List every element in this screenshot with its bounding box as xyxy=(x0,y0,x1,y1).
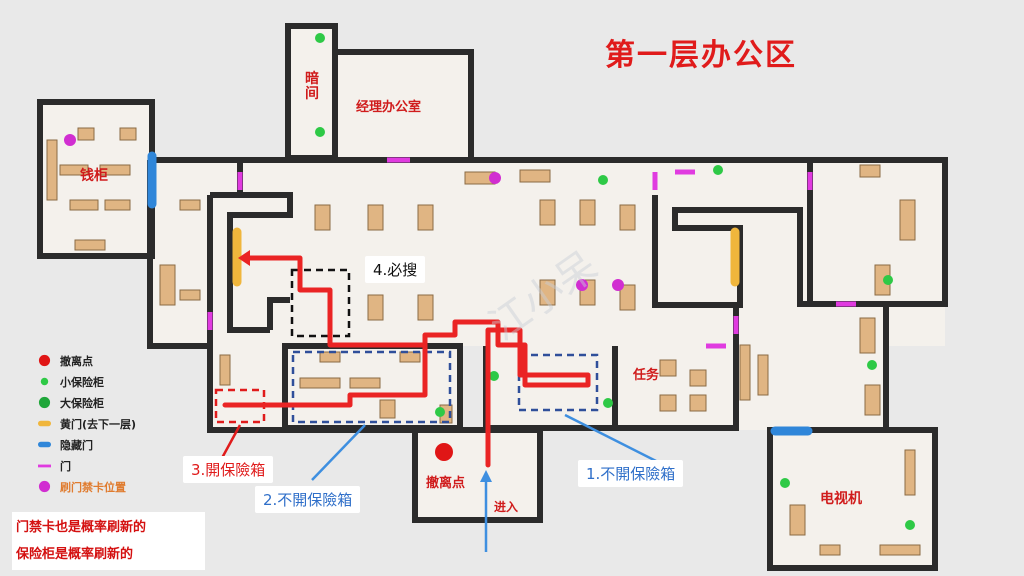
legend-item-door: 门 xyxy=(30,455,160,476)
extraction-icon xyxy=(38,354,51,367)
legend-item-hidden-door: 隐藏门 xyxy=(30,434,160,455)
hidden-doors xyxy=(147,151,813,436)
hidden-door-icon xyxy=(38,441,51,448)
room-label-tv: 电视机 xyxy=(820,491,862,507)
room-label-extraction: 撤离点 xyxy=(426,476,466,491)
legend-item-small-safe: 小保险柜 xyxy=(30,371,160,392)
small-safes xyxy=(315,33,915,530)
route-path xyxy=(247,255,591,468)
legend-item-yellow-door: 黄门(去下一层) xyxy=(30,413,160,434)
furniture xyxy=(46,127,921,556)
step1-label: 1.不開保險箱 xyxy=(578,460,684,487)
step4-label: 4.必搜 xyxy=(365,256,426,283)
room-label-manager-office: 经理办公室 xyxy=(356,100,422,115)
route-path-lower xyxy=(222,342,428,408)
step2-box xyxy=(291,350,452,424)
small-safe-icon xyxy=(40,377,49,386)
notes-box: 门禁卡也是概率刷新的 保险柜是概率刷新的 xyxy=(12,512,205,570)
pointer-arrows xyxy=(220,413,659,552)
note-keycard: 门禁卡也是概率刷新的 xyxy=(16,520,147,535)
room-label-dark-room: 暗间 xyxy=(305,71,319,102)
step1-box xyxy=(517,353,599,412)
enter-label: 进入 xyxy=(494,500,519,514)
legend: 撤离点 小保险柜 大保险柜 黄门(去下一层) 隐藏门 门 刷门禁卡位置 xyxy=(30,350,160,497)
room-label-cash-cabinet: 钱柜 xyxy=(80,168,108,184)
keycard-spot-icon xyxy=(38,480,51,493)
large-safe-icon xyxy=(38,396,51,409)
door-icon xyxy=(38,464,51,468)
doors xyxy=(207,157,856,349)
step3-label: 3.開保險箱 xyxy=(183,456,274,483)
note-safe: 保险柜是概率刷新的 xyxy=(16,547,134,562)
extraction-point-marker xyxy=(435,443,453,461)
must-search-box xyxy=(290,268,351,338)
legend-item-large-safe: 大保险柜 xyxy=(30,392,160,413)
route-arrowhead xyxy=(238,250,250,266)
legend-item-keycard-spot: 刷门禁卡位置 xyxy=(30,476,160,497)
floor-title: 第一层办公区 xyxy=(605,38,797,73)
keycard-spots xyxy=(64,134,624,291)
yellow-door-icon xyxy=(38,420,51,427)
legend-item-extraction: 撤离点 xyxy=(30,350,160,371)
room-label-task: 任务 xyxy=(633,368,660,383)
step2-label: 2.不開保險箱 xyxy=(255,486,361,513)
yellow-doors xyxy=(232,227,740,287)
